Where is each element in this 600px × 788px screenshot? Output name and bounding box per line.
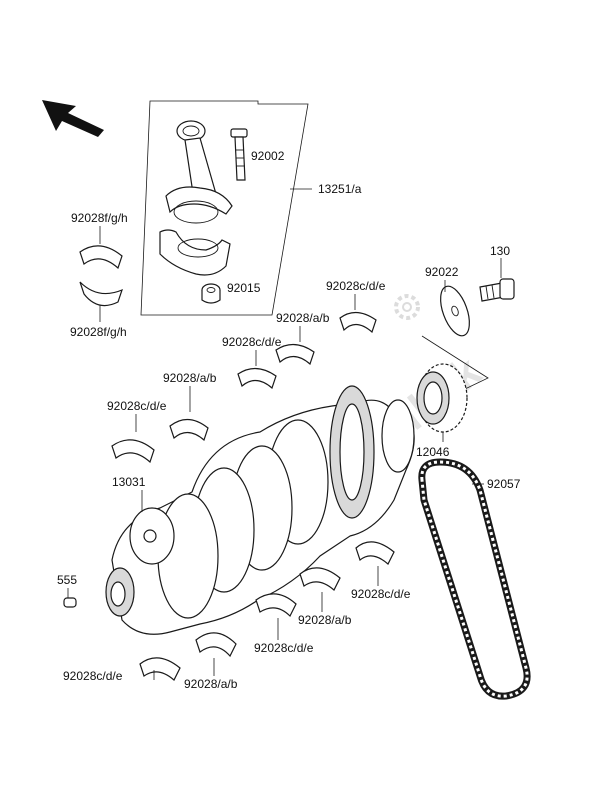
connecting-rod-bolt <box>230 128 248 181</box>
label-main-bearing-2: 92028/a/b <box>276 311 330 325</box>
label-rod-bearing-upper: 92028f/g/h <box>71 211 128 225</box>
label-washer: 92022 <box>425 265 459 279</box>
gear-watermark-icon <box>394 294 420 320</box>
label-rod-bearing-lower: 92028f/g/h <box>70 325 127 339</box>
label-sprocket: 12046 <box>416 445 450 459</box>
label-chain: 92057 <box>487 477 521 491</box>
connecting-rod-cap <box>159 229 231 276</box>
sprocket <box>416 363 468 433</box>
connecting-rod-assembly-frame <box>140 100 309 316</box>
label-pin: 555 <box>57 573 77 587</box>
label-main-bearing-8: 92028c/d/e <box>254 641 314 655</box>
label-connecting-rod-assy: 13251/a <box>318 182 362 196</box>
label-main-bearing-10: 92028c/d/e <box>63 669 123 683</box>
label-main-bearing-1: 92028c/d/e <box>326 279 386 293</box>
label-sprocket-bolt: 130 <box>490 244 510 258</box>
label-main-bearing-5: 92028c/d/e <box>107 399 167 413</box>
main-bearing-shell <box>111 311 395 681</box>
washer <box>440 285 470 337</box>
rod-bearing-lower <box>79 281 123 307</box>
label-rod-nut: 92015 <box>227 281 261 295</box>
sprocket-bolt <box>479 278 515 302</box>
rod-bearing-upper <box>79 245 123 270</box>
label-crankshaft: 13031 <box>112 475 146 489</box>
crankshaft <box>105 385 415 635</box>
connecting-rod-nut <box>201 283 221 304</box>
connecting-rod <box>165 120 233 224</box>
label-main-bearing-7: 92028/a/b <box>298 613 352 627</box>
label-main-bearing-4: 92028/a/b <box>163 371 217 385</box>
pin <box>63 597 77 608</box>
cam-chain <box>418 458 531 700</box>
direction-arrow-icon <box>42 100 104 137</box>
label-main-bearing-6: 92028c/d/e <box>351 587 411 601</box>
label-main-bearing-3: 92028c/d/e <box>222 335 282 349</box>
label-connecting-rod-bolt: 92002 <box>251 149 285 163</box>
label-main-bearing-9: 92028/a/b <box>184 677 238 691</box>
